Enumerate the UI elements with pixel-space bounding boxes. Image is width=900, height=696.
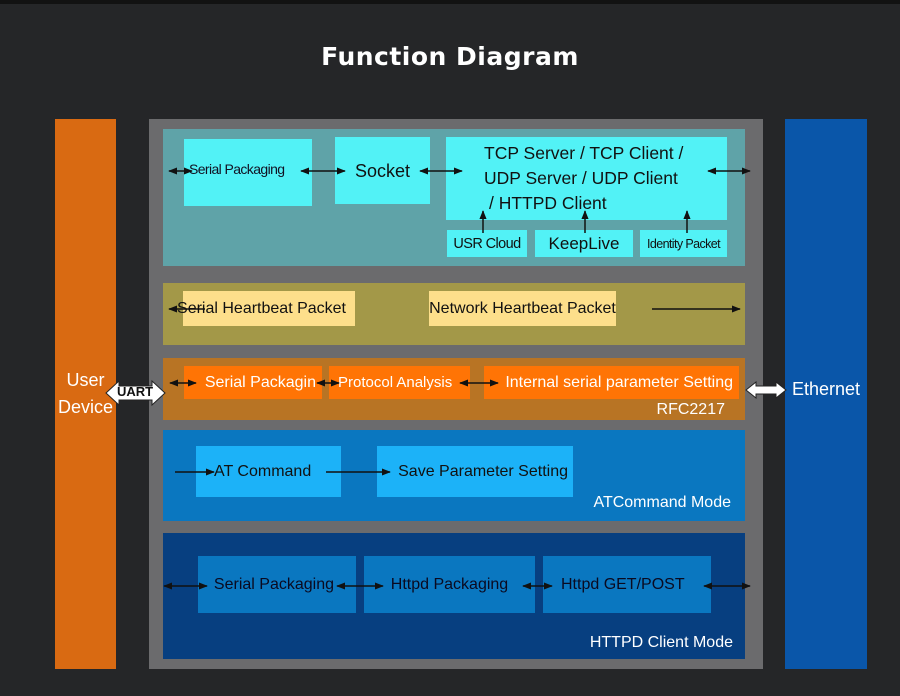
network-heartbeat-box: Network Heartbeat Packet <box>429 291 616 326</box>
user-device-label-line2: Device <box>57 397 114 417</box>
rfc2217-label: RFC2217 <box>656 401 725 418</box>
at-command-box: AT Command <box>196 446 341 497</box>
atcommand-section: AT Command Save Parameter Setting ATComm… <box>163 430 745 521</box>
internal-serial-parameter-box: Internal serial parameter Setting <box>484 366 739 399</box>
protocol-analysis-box: Protocol Analysis <box>329 366 470 399</box>
identity-packet-box: Identity Packet <box>640 230 727 257</box>
usr-cloud-box: USR Cloud <box>447 230 527 257</box>
httpd-mode-label: HTTPD Client Mode <box>589 634 733 651</box>
module-frame: Serial Packaging Socket TCP Server / TCP… <box>149 119 763 669</box>
protocol-line-2: UDP Server / UDP Client <box>484 168 678 188</box>
save-parameter-box: Save Parameter Setting <box>377 446 573 497</box>
socket-section: Serial Packaging Socket TCP Server / TCP… <box>163 129 745 266</box>
socket-box: Socket <box>335 137 430 204</box>
ethernet-block: Ethernet <box>785 119 867 669</box>
httpd-serial-packaging-box: Serial Packaging <box>198 556 356 613</box>
heartbeat-section: Serial Heartbeat Packet Network Heartbea… <box>163 283 745 345</box>
serial-packaging-box: Serial Packaging <box>184 139 312 206</box>
serial-heartbeat-box: Serial Heartbeat Packet <box>177 291 355 326</box>
serial-packagin-box: Serial Packagin <box>184 366 322 399</box>
httpd-packaging-box: Httpd Packaging <box>364 556 535 613</box>
httpd-get-post-box: Httpd GET/POST <box>543 556 711 613</box>
protocols-box: TCP Server / TCP Client / UDP Server / U… <box>446 137 727 220</box>
user-device-label: User Device <box>55 367 116 421</box>
uart-label: UART <box>117 384 154 399</box>
httpd-section: Serial Packaging Httpd Packaging Httpd G… <box>163 533 745 659</box>
ethernet-label: Ethernet <box>791 379 861 399</box>
diagram-title: Function Diagram <box>321 42 579 71</box>
user-device-label-line1: User <box>66 370 105 390</box>
atcommand-mode-label: ATCommand Mode <box>593 494 731 511</box>
keeplive-box: KeepLive <box>535 230 633 257</box>
protocol-line-3: / HTTPD Client <box>489 193 607 213</box>
top-bar <box>0 0 900 4</box>
user-device-block: User Device <box>55 119 116 669</box>
protocol-line-1: TCP Server / TCP Client / <box>484 143 684 163</box>
rfc2217-section: Serial Packagin Protocol Analysis Intern… <box>163 358 745 420</box>
